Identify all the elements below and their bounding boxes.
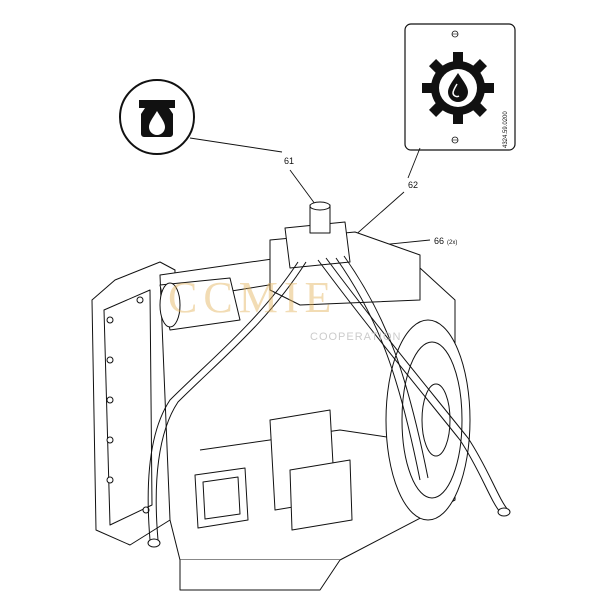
callout-66-qty: (2x) [447, 240, 457, 246]
watermark-subtitle: COOPERATION [310, 331, 401, 343]
breather-hoses [147, 255, 511, 548]
callout-62: 62 [408, 180, 418, 190]
decal-code-label: 4324.59.0200 [503, 111, 509, 148]
callout-61: 61 [284, 156, 294, 166]
gear-oil-drop-icon [422, 52, 494, 124]
callout-66: 66 [434, 236, 444, 246]
watermark-brand: CCMIE [168, 273, 337, 322]
transmission-housing [91, 201, 471, 591]
watermark: CCMIE COOPERATION [168, 273, 401, 343]
decal-plate: 4324.59.0200 [404, 23, 516, 151]
oil-drop-icon [119, 79, 195, 155]
